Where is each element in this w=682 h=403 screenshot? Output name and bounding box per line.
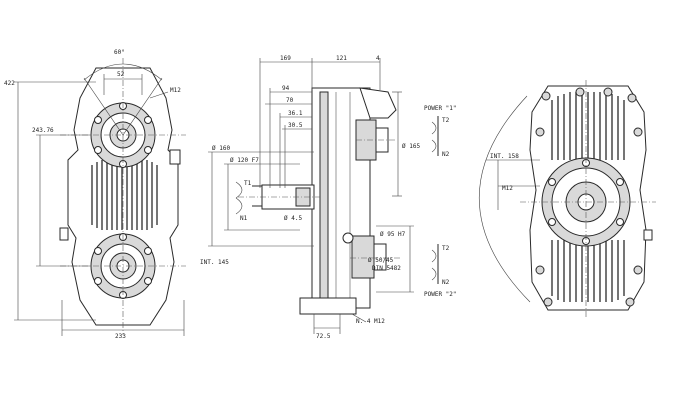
dim-30-5: 30.5 bbox=[288, 122, 303, 129]
dim-top-121: 121 bbox=[336, 55, 347, 62]
dim-94: 94 bbox=[282, 85, 290, 92]
dim-dia-4-5: Ø 4.5 bbox=[284, 215, 302, 222]
label-thread-m12: M12 bbox=[170, 87, 181, 94]
label-power-1: POWER "1" bbox=[424, 105, 457, 112]
dim-36-1: 36.1 bbox=[288, 110, 303, 117]
rear-label-m12: M12 bbox=[502, 185, 513, 192]
dim-top-169: 169 bbox=[280, 55, 291, 62]
label-int-145: INT. 145 bbox=[200, 259, 229, 266]
label-n2-top: N2 bbox=[442, 151, 450, 158]
front-fins bbox=[91, 160, 158, 230]
label-din: DIN 5482 bbox=[372, 265, 401, 272]
dim-bottom-72-5: 72.5 bbox=[316, 333, 331, 340]
dim-center-height: 243.76 bbox=[32, 127, 54, 134]
rear-fins bbox=[551, 92, 625, 302]
power-indicators: POWER "1" T2 N2 T2 N2 POWER "2" bbox=[424, 105, 457, 298]
label-bottom-thread: N. 4 M12 bbox=[356, 318, 385, 325]
dim-dia-95: Ø 95 H7 bbox=[380, 231, 406, 238]
label-n2-bottom: N2 bbox=[442, 279, 450, 286]
front-view: 60° 52 M12 422 243.76 233 bbox=[4, 49, 186, 340]
dim-70: 70 bbox=[286, 97, 294, 104]
dim-dia-120: Ø 120 F7 bbox=[230, 157, 259, 164]
label-n1: N1 bbox=[240, 215, 248, 222]
label-t1: T1 bbox=[244, 180, 252, 187]
dim-top-width: 52 bbox=[117, 71, 125, 78]
label-t2-bottom: T2 bbox=[442, 245, 450, 252]
label-shaft: Ø 50/45 bbox=[368, 257, 394, 264]
rear-view: INT. 158 M12 bbox=[479, 80, 656, 318]
dim-dia-165: Ø 165 bbox=[402, 143, 420, 150]
side-view: 169 121 4 94 70 36.1 30.5 Ø 160 Ø 120 F7… bbox=[200, 55, 420, 340]
dim-width: 233 bbox=[115, 333, 126, 340]
rear-label-int: INT. 158 bbox=[490, 153, 519, 160]
label-power-2: POWER "2" bbox=[424, 291, 457, 298]
dim-angle: 60° bbox=[114, 49, 125, 56]
label-t2-top: T2 bbox=[442, 117, 450, 124]
dim-dia-160: Ø 160 bbox=[212, 145, 230, 152]
dim-total-height: 422 bbox=[4, 80, 15, 87]
dim-top-4: 4 bbox=[376, 55, 380, 62]
